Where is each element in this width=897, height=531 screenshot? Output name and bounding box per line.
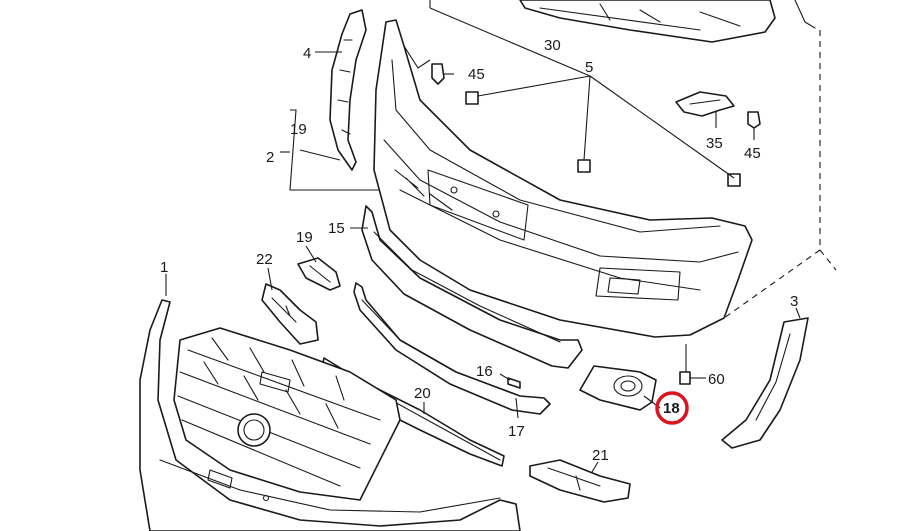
highlight-ring-18[interactable] [655,391,689,425]
part-19-shape [297,257,341,291]
label-part-21: 21 [592,447,609,464]
label-part-45-upper: 45 [468,66,485,83]
label-part-17: 17 [508,423,525,440]
clip-5-c [727,173,741,187]
label-part-2: 2 [266,149,274,166]
label-part-15: 15 [328,220,345,237]
part-2-shape [373,19,753,338]
part-15-shape [361,205,583,369]
fasteners [431,63,761,389]
label-part-5: 5 [585,59,593,76]
part-1-shape [139,299,521,531]
part-4-shape [329,9,367,171]
clip-16 [507,377,521,389]
label-part-20: 20 [414,385,431,402]
label-part-1: 1 [160,259,168,276]
label-part-22: 22 [256,251,273,268]
label-part-3: 3 [790,293,798,310]
part-35-shape [675,91,735,117]
part-3-shape [721,317,809,449]
clip-5-a [465,91,479,105]
part-22-shape [261,283,319,345]
label-part-45-right: 45 [744,145,761,162]
part-17-shape [353,282,551,415]
part-21-shape [529,459,631,503]
label-part-35: 35 [706,135,723,152]
clip-5-b [577,159,591,173]
label-part-16: 16 [476,363,493,380]
label-part-30: 30 [544,37,561,54]
label-part-4: 4 [303,45,311,62]
part-18-shape [579,365,657,411]
label-part-19: 19 [296,229,313,246]
clip-45-upper [431,63,445,85]
screw-60 [679,371,691,385]
clip-45-right [747,111,761,129]
label-part-18[interactable]: 18 [663,400,680,417]
part-30-shape [519,0,816,43]
leader-lines [165,0,837,473]
label-part-19-bracket: 19 [290,121,307,138]
label-part-60: 60 [708,371,725,388]
